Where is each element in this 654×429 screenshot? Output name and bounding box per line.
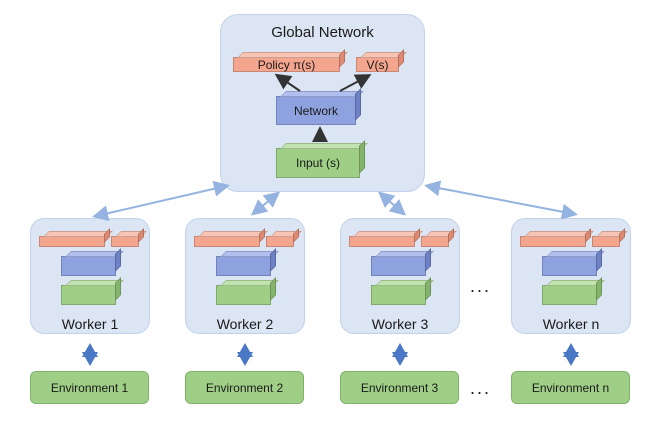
input-block: Input (s) bbox=[276, 140, 368, 178]
worker-input-block bbox=[542, 277, 605, 305]
sync-arrow bbox=[424, 180, 578, 220]
worker-value-block bbox=[111, 228, 147, 247]
input-label: Input (s) bbox=[295, 156, 340, 170]
environment-box: Environment n bbox=[511, 371, 630, 404]
worker-label: Worker n bbox=[542, 316, 600, 332]
worker-input-block bbox=[216, 277, 279, 305]
network-to-policy-arrow bbox=[274, 73, 301, 92]
worker-value-block bbox=[266, 228, 302, 247]
worker-network-block bbox=[216, 248, 279, 276]
worker-network-block bbox=[542, 248, 605, 276]
sync-arrow bbox=[250, 191, 281, 216]
environment-box: Environment 2 bbox=[185, 371, 304, 404]
network-to-value-arrow bbox=[339, 74, 372, 92]
worker-input-block bbox=[61, 277, 124, 305]
worker-policy-block bbox=[194, 228, 268, 247]
worker-input-block bbox=[371, 277, 434, 305]
policy-label: Policy π(s) bbox=[257, 57, 316, 72]
sync-arrow bbox=[92, 180, 230, 222]
global-network-title: Global Network bbox=[271, 24, 374, 41]
worker-label: Worker 3 bbox=[371, 316, 429, 332]
value-block: V(s) bbox=[356, 49, 407, 72]
worker-label: Worker 1 bbox=[61, 316, 119, 332]
worker-policy-block bbox=[349, 228, 423, 247]
worker-label: Worker 2 bbox=[216, 316, 274, 332]
environments-ellipsis: ... bbox=[470, 378, 492, 398]
worker-network-block bbox=[61, 248, 124, 276]
worker-network-block bbox=[371, 248, 434, 276]
worker-value-block bbox=[592, 228, 628, 247]
workers-ellipsis: ... bbox=[470, 276, 492, 296]
worker-policy-block bbox=[39, 228, 113, 247]
worker-policy-block bbox=[520, 228, 594, 247]
environment-box: Environment 1 bbox=[30, 371, 149, 404]
sync-arrow bbox=[377, 191, 407, 216]
value-label: V(s) bbox=[366, 57, 389, 72]
worker-value-block bbox=[421, 228, 457, 247]
network-block: Network bbox=[276, 88, 364, 125]
environment-box: Environment 3 bbox=[340, 371, 459, 404]
policy-block: Policy π(s) bbox=[233, 49, 348, 72]
network-label: Network bbox=[293, 103, 338, 118]
